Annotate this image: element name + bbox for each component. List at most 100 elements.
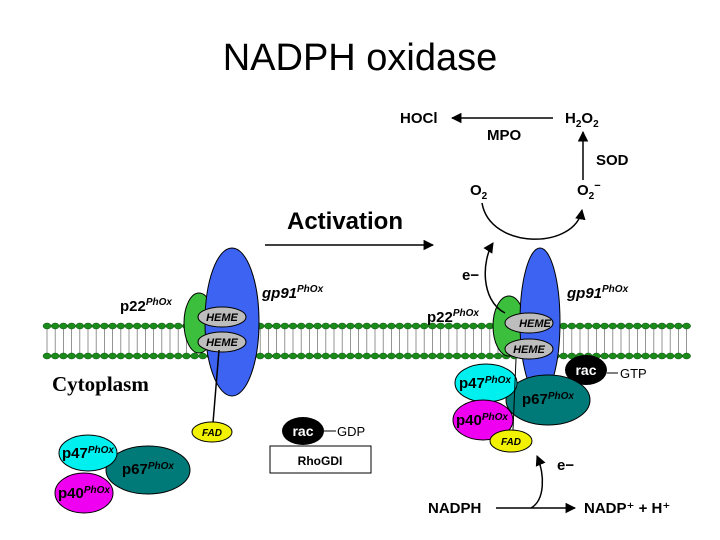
lipid-head-outer — [149, 322, 158, 330]
heme-right-top — [504, 312, 554, 334]
lipid-head-inner — [108, 352, 117, 360]
lipid-head-inner — [132, 352, 142, 360]
p40-protein-left — [54, 472, 114, 514]
lipid-head-outer — [641, 322, 650, 330]
lipid-head-outer — [469, 322, 478, 330]
gp91-label-left: gp91PhOx — [261, 284, 324, 302]
lipid-head-inner — [452, 352, 462, 360]
lipid-head-outer — [288, 322, 298, 330]
lipid-head-outer — [116, 322, 126, 330]
lipid-head-outer — [346, 322, 355, 330]
p40-label-left: p40PhOx — [58, 485, 110, 502]
lipid-head-inner — [559, 352, 568, 360]
lipid-head-inner — [50, 352, 60, 360]
reaction-scheme: HOCl MPO H2O2 SOD O2 O2− e− NADPH NADP⁺ … — [400, 110, 670, 517]
page-title: NADPH oxidase — [223, 37, 498, 79]
lipid-head-outer — [649, 322, 659, 330]
lipid-head-inner — [83, 352, 93, 360]
active-complex: HEME HEME p22PhOx gp91PhOx rac GTP FAD p… — [427, 247, 647, 453]
lipid-head-outer — [108, 322, 117, 330]
lipid-head-inner — [42, 352, 52, 360]
lipid-head-inner — [190, 352, 199, 360]
lipid-head-inner — [321, 352, 331, 360]
lipid-head-inner — [419, 352, 429, 360]
lipid-head-outer — [321, 322, 331, 330]
lipid-head-inner — [149, 352, 158, 360]
cytoplasm-label: Cytoplasm — [52, 372, 149, 396]
fad-right — [489, 429, 533, 453]
lipid-head-outer — [305, 322, 314, 330]
fad-stalk-left — [212, 349, 220, 424]
lipid-head-inner — [608, 352, 618, 360]
cell-membrane — [42, 322, 691, 360]
mpo-label: MPO — [487, 127, 522, 144]
lipid-head-inner — [641, 352, 650, 360]
p22-label-right: p22PhOx — [427, 308, 479, 326]
lipid-head-outer — [296, 322, 306, 330]
p47-label-left: p47PhOx — [62, 445, 114, 462]
lipid-head-outer — [100, 322, 109, 330]
lipid-head-inner — [124, 352, 134, 360]
rhogdi-box — [269, 445, 372, 474]
lipid-head-outer — [280, 322, 290, 330]
rhogdi-label: RhoGDI — [298, 454, 343, 468]
lipid-head-outer — [657, 322, 667, 330]
electron-label-top: e− — [462, 267, 479, 284]
lipid-head-outer — [575, 322, 585, 330]
lipid-head-outer — [337, 322, 347, 330]
lipid-head-outer — [91, 322, 101, 330]
lipid-head-outer — [75, 322, 85, 330]
lipid-head-inner — [477, 352, 486, 360]
lipid-head-inner — [657, 352, 667, 360]
lipid-head-outer — [329, 322, 339, 330]
lipid-head-outer — [387, 322, 396, 330]
lipid-head-inner — [354, 352, 363, 360]
lipid-head-inner — [264, 352, 273, 360]
lipid-head-inner — [141, 352, 150, 360]
lipid-head-inner — [173, 352, 183, 360]
lipid-head-inner — [182, 352, 191, 360]
lipid-head-outer — [378, 322, 388, 330]
lipid-head-inner — [616, 352, 626, 360]
lipid-head-inner — [362, 352, 372, 360]
lipid-head-outer — [567, 322, 577, 330]
lipid-head-inner — [198, 352, 208, 360]
lipid-head-inner — [436, 352, 445, 360]
lipid-head-inner — [329, 352, 339, 360]
lipid-head-outer — [370, 322, 380, 330]
p22-label-left: p22PhOx — [120, 297, 172, 315]
lipid-head-inner — [624, 352, 634, 360]
lipid-head-inner — [674, 352, 683, 360]
lipid-head-outer — [272, 322, 281, 330]
lipid-head-inner — [75, 352, 85, 360]
lipid-head-outer — [157, 322, 167, 330]
p67-protein-left — [105, 445, 191, 495]
lipid-head-outer — [264, 322, 273, 330]
superoxide-label: O2− — [577, 180, 601, 202]
lipid-head-outer — [403, 322, 413, 330]
fad-left — [191, 421, 233, 443]
p67-label-right: p67PhOx — [522, 391, 574, 408]
lipid-head-inner — [428, 352, 437, 360]
p67-protein-right — [505, 374, 591, 426]
h2o2-label: H2O2 — [565, 110, 599, 130]
p67-label-left: p67PhOx — [122, 461, 174, 478]
lipid-head-inner — [59, 352, 68, 360]
fad-stalk-right — [512, 358, 517, 431]
p40-label-right: p40PhOx — [456, 412, 508, 429]
lipid-head-inner — [272, 352, 281, 360]
lipid-head-outer — [411, 322, 421, 330]
lipid-head-inner — [280, 352, 290, 360]
rac-gdp-label: rac — [292, 423, 313, 439]
lipid-head-inner — [600, 352, 609, 360]
electron-label-bottom: e− — [557, 457, 574, 474]
heme-left-bottom — [197, 331, 247, 353]
gdp-label: GDP — [337, 424, 365, 439]
lipid-head-inner — [682, 352, 691, 360]
lipid-head-outer — [477, 322, 486, 330]
lipid-head-inner — [100, 352, 109, 360]
rac-gtp-label: rac — [575, 362, 596, 378]
lipid-head-inner — [67, 352, 76, 360]
lipid-head-inner — [444, 352, 454, 360]
lipid-head-inner — [157, 352, 167, 360]
